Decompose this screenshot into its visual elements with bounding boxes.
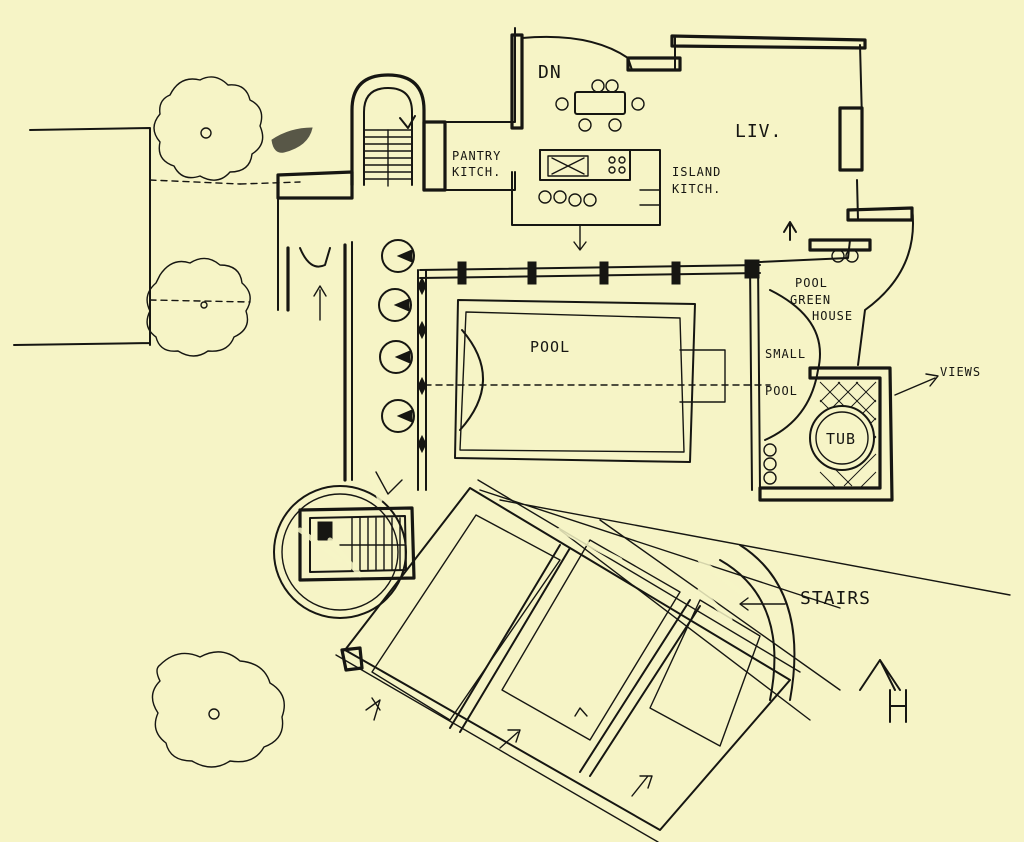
tree-bottom-left (151, 651, 285, 768)
stair-tower-top (350, 73, 426, 192)
stair-tower-round (273, 467, 416, 619)
site-boundary-lines (13, 127, 301, 346)
label-pool-greenhouse-3: HOUSE (812, 309, 853, 323)
house-walls (276, 27, 867, 482)
label-pool-greenhouse-1: POOL (795, 276, 828, 290)
label-living: LIV. (735, 121, 782, 142)
label-pantry-2: KITCH. (452, 165, 501, 179)
label-tub: TUB (826, 430, 856, 448)
room-labels: DN LIV. PANTRY KITCH. ISLAND KITCH. POOL… (452, 62, 981, 609)
label-pool: POOL (530, 338, 570, 356)
pool-room (417, 259, 771, 491)
tree-top-left (153, 76, 264, 181)
label-dining: DN (538, 62, 562, 83)
north-arrow (859, 659, 907, 723)
label-island-2: KITCH. (672, 182, 721, 196)
label-small-pool-2: POOL (765, 384, 798, 398)
label-island-1: ISLAND (672, 165, 721, 179)
ink-smudge (271, 127, 313, 153)
label-stairs: STAIRS (800, 588, 871, 609)
dining-table (555, 79, 645, 132)
tree-mid-left (146, 257, 251, 357)
label-pantry-1: PANTRY (452, 149, 501, 163)
label-views: VIEWS (940, 365, 981, 379)
rotated-lower-wing (335, 479, 1011, 842)
label-pool-greenhouse-2: GREEN (790, 293, 831, 307)
column-planters (378, 239, 415, 433)
label-small-pool-1: SMALL (765, 347, 806, 361)
east-wing (758, 206, 939, 502)
